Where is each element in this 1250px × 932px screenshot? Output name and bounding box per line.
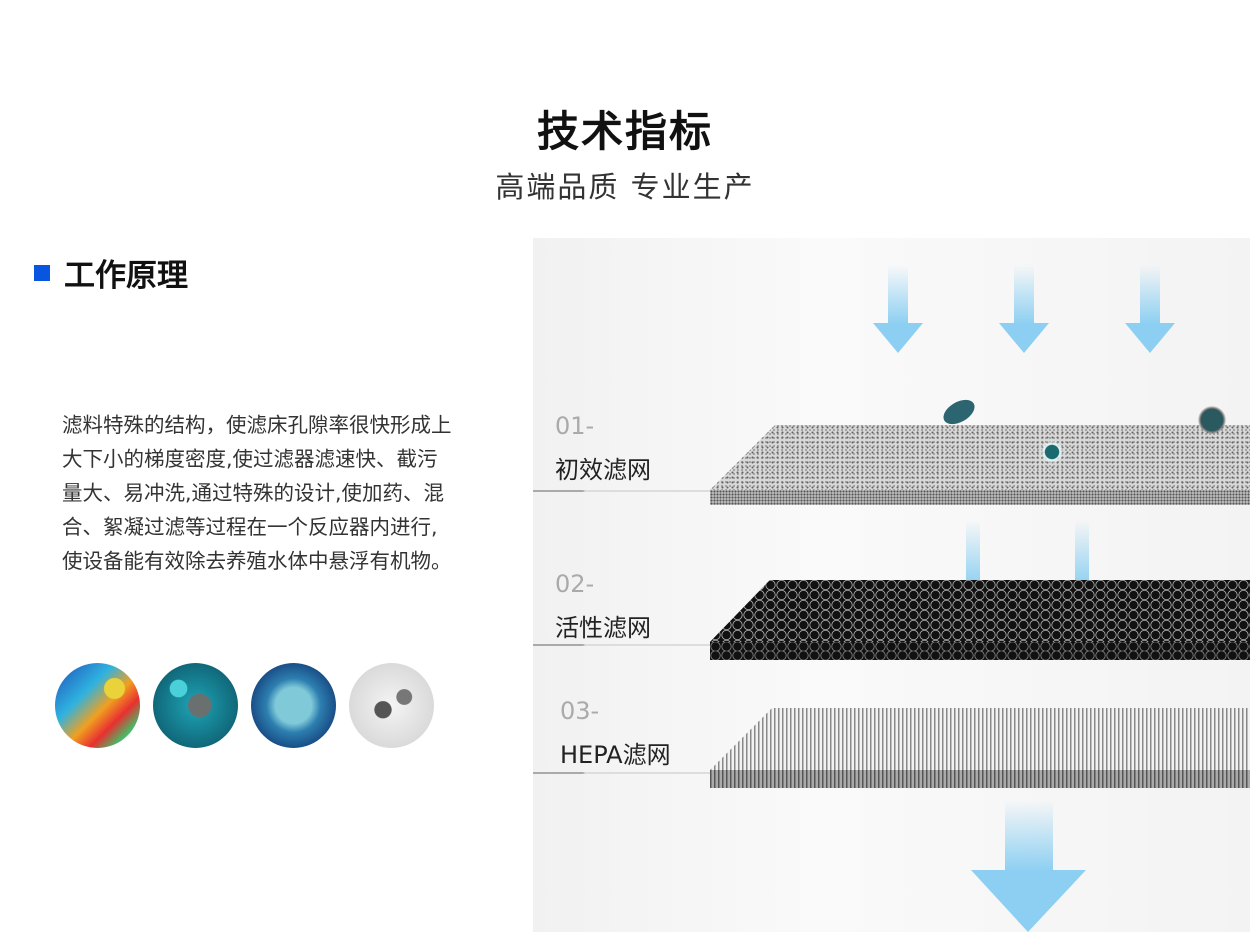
activated-carbon-filter-edge	[710, 642, 1250, 660]
airflow-arrow-icon	[999, 265, 1049, 353]
virus-icon	[1198, 406, 1226, 434]
primary-filter-layer	[710, 425, 1250, 490]
page-title: 技术指标	[536, 107, 713, 156]
layer-name: HEPA滤网	[560, 741, 671, 769]
activated-carbon-filter-layer	[710, 580, 1250, 642]
divider	[533, 490, 713, 492]
layer-number: 02-	[555, 570, 595, 598]
virus-icon	[1040, 440, 1064, 464]
illustration-row	[55, 663, 434, 748]
hepa-filter-edge	[710, 770, 1250, 788]
page-subtitle: 高端品质 专业生产	[495, 170, 755, 204]
square-bullet-icon	[34, 264, 50, 281]
airflow-arrow-icon	[873, 265, 923, 353]
airflow-arrow-icon	[1125, 265, 1175, 353]
primary-filter-edge	[710, 490, 1250, 505]
divider	[533, 644, 713, 646]
layer-name: 活性滤网	[555, 614, 651, 642]
airflow-out-arrow-icon	[971, 800, 1086, 932]
hepa-filter-layer	[710, 708, 1250, 770]
section-title: 工作原理	[64, 258, 188, 294]
section-description: 滤料特殊的结构，使滤床孔隙率很快形成上大下小的梯度密度,使过滤器滤速快、截污量大…	[62, 413, 452, 573]
cell-image	[251, 663, 336, 748]
broken-chain-image	[349, 663, 434, 748]
section-heading: 工作原理	[34, 250, 188, 295]
molecule-image	[55, 663, 140, 748]
bacteria-image	[153, 663, 238, 748]
divider	[533, 772, 713, 774]
layer-number: 03-	[560, 697, 600, 725]
layer-number: 01-	[555, 412, 595, 440]
layer-name: 初效滤网	[555, 456, 651, 484]
